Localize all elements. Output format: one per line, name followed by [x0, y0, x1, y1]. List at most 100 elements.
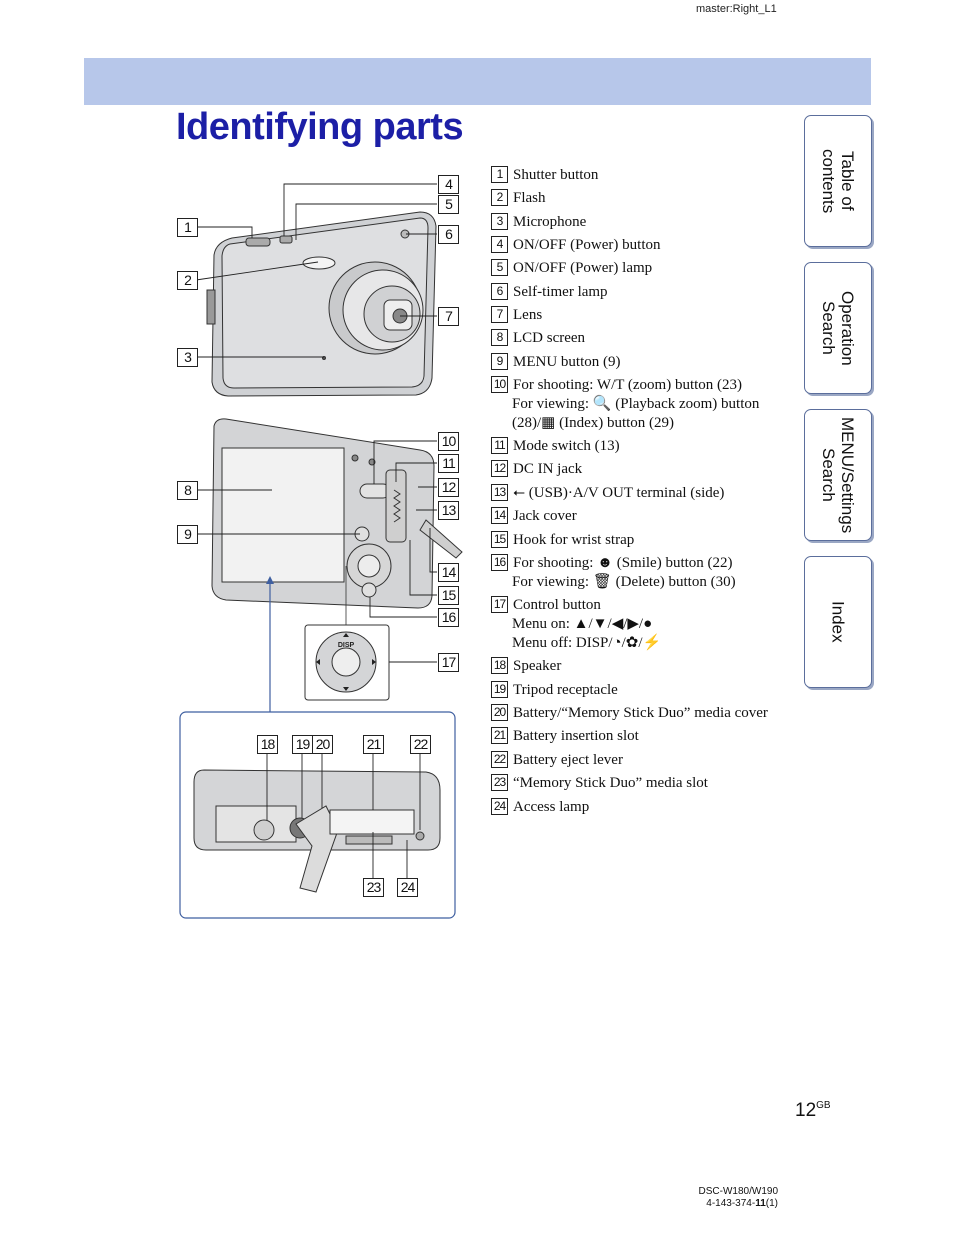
callout-7: 7	[438, 307, 459, 326]
item-label: For shooting: ☻ (Smile) button (22)	[513, 555, 733, 571]
item-label: Flash	[513, 190, 546, 206]
callout-6: 6	[438, 225, 459, 244]
item-sub-label: Menu off: DISP/◔/✿/⚡	[512, 635, 662, 651]
item-label: Microphone	[513, 214, 587, 230]
item-label: Shutter button	[513, 167, 599, 183]
callout-16: 16	[438, 608, 459, 627]
list-item: 22 Battery eject lever	[491, 751, 623, 770]
callout-9: 9	[177, 525, 198, 544]
item-number: 7	[491, 306, 508, 323]
doc-code-prefix: 4-143-374-	[706, 1198, 756, 1209]
header-band	[84, 58, 871, 105]
tab-label: MENU/Settings Search	[819, 416, 857, 534]
list-item: 1 Shutter button	[491, 166, 598, 185]
item-label: For shooting: W/T (zoom) button (23)	[513, 377, 743, 393]
item-number: 17	[491, 596, 508, 613]
callout-10: 10	[438, 432, 459, 451]
item-sub-label: (28)/▦ (Index) button (29)	[512, 415, 675, 431]
tab-label: Table of contents	[819, 148, 857, 214]
item-number: 1	[491, 166, 508, 183]
list-item: 20 Battery/“Memory Stick Duo” media cover	[491, 704, 768, 723]
item-label: Lens	[513, 307, 543, 323]
tab-label: Operation Search	[819, 290, 857, 366]
item-label: Tripod receptacle	[513, 682, 618, 698]
item-label: Access lamp	[513, 799, 590, 815]
list-item: 19 Tripod receptacle	[491, 681, 618, 700]
list-item: 6 Self-timer lamp	[491, 283, 608, 302]
doc-code-bold: 11	[755, 1198, 766, 1209]
master-page-label: master:Right_L1	[696, 3, 777, 15]
list-item: 23“Memory Stick Duo” media slot	[491, 774, 708, 793]
camera-rear-view	[211, 418, 463, 609]
item-number: 19	[491, 681, 508, 698]
item-label: Battery/“Memory Stick Duo” media cover	[513, 705, 768, 721]
item-label: Mode switch (13)	[513, 438, 620, 454]
tab-table-of-contents[interactable]: Table of contents	[804, 115, 872, 247]
item-label: Battery insertion slot	[513, 728, 639, 744]
item-label: Self-timer lamp	[513, 284, 608, 300]
item-label: LCD screen	[513, 330, 586, 346]
item-number: 12	[491, 460, 508, 477]
item-label: ⭠ (USB)·A/V OUT terminal (side)	[513, 485, 725, 501]
item-number: 11	[491, 437, 508, 454]
item-number: 18	[491, 657, 508, 674]
callout-15: 15	[438, 586, 459, 605]
list-item: 16 For shooting: ☻ (Smile) button (22) For…	[491, 554, 736, 592]
model-name: DSC-W180/W190	[698, 1186, 778, 1197]
footer-model-info: DSC-W180/W190 4-143-374-11(1)	[660, 1186, 778, 1210]
item-label: Hook for wrist strap	[513, 532, 635, 548]
doc-code-suffix: (1)	[765, 1198, 778, 1209]
item-number: 24	[491, 798, 508, 815]
doc-code: 4-143-374-11(1)	[660, 1198, 778, 1210]
callout-22: 22	[410, 735, 431, 754]
tab-index[interactable]: Index	[804, 556, 872, 688]
item-number: 23	[491, 774, 508, 791]
item-number: 15	[491, 531, 508, 548]
callout-20: 20	[312, 735, 333, 754]
item-number: 22	[491, 751, 508, 768]
item-number: 14	[491, 507, 508, 524]
callout-17: 17	[438, 653, 459, 672]
item-number: 6	[491, 283, 508, 300]
list-item: 14 Jack cover	[491, 507, 577, 526]
callout-5: 5	[438, 195, 459, 214]
list-item: 24 Access lamp	[491, 798, 589, 817]
callout-13: 13	[438, 501, 459, 520]
callout-leaders	[195, 183, 437, 878]
item-number: 16	[491, 554, 508, 571]
page-number: 12GB	[795, 1100, 831, 1122]
callout-8: 8	[177, 481, 198, 500]
item-sub-label: For viewing: 🔍 (Playback zoom) button	[512, 396, 760, 412]
tab-label: Index	[828, 601, 848, 643]
callout-24: 24	[397, 878, 418, 897]
item-sub-label: For viewing: 🗑 (Delete) button (30)	[512, 574, 736, 590]
callout-18: 18	[257, 735, 278, 754]
list-item: 12 DC IN jack	[491, 460, 582, 479]
item-sub-label: Menu on: ▲/▼/◀/▶/●	[512, 616, 653, 632]
item-label: MENU button (9)	[513, 354, 621, 370]
page-title: Identifying parts	[176, 106, 464, 148]
callout-1: 1	[177, 218, 198, 237]
item-number: 5	[491, 259, 508, 276]
list-item: 7 Lens	[491, 306, 542, 325]
item-number: 21	[491, 727, 508, 744]
item-label: Control button	[513, 597, 601, 613]
item-label: Jack cover	[513, 508, 577, 524]
callout-19: 19	[292, 735, 313, 754]
item-label: DC IN jack	[513, 461, 583, 477]
list-item: 11 Mode switch (13)	[491, 437, 620, 456]
tab-menu-settings-search[interactable]: MENU/Settings Search	[804, 409, 872, 541]
item-label: Battery eject lever	[513, 752, 623, 768]
tab-operation-search[interactable]: Operation Search	[804, 262, 872, 394]
item-number: 2	[491, 189, 508, 206]
item-number: 20	[491, 704, 508, 721]
callout-12: 12	[438, 478, 459, 497]
item-number: 8	[491, 329, 508, 346]
item-label: ON/OFF (Power) lamp	[513, 260, 653, 276]
callout-2: 2	[177, 271, 198, 290]
